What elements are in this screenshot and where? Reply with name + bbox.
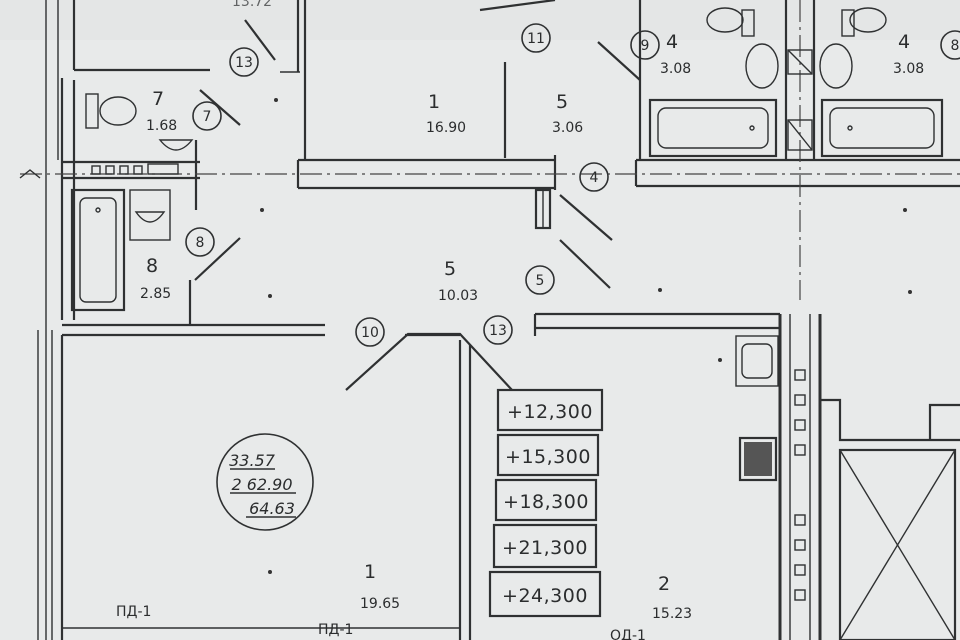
level-cell-1 xyxy=(496,388,604,432)
svg-text:9: 9 xyxy=(641,38,650,54)
vent-grid xyxy=(91,163,179,175)
marker-8-right: 8 xyxy=(940,30,960,60)
elevator-shaft xyxy=(838,448,957,640)
room-7-area: 1.68 xyxy=(146,118,177,134)
stove xyxy=(738,436,778,482)
room-5-top-area: 3.06 xyxy=(552,120,583,136)
walls xyxy=(37,0,960,640)
svg-text:11: 11 xyxy=(527,31,545,47)
room-4-left-number: 4 xyxy=(666,31,678,53)
level-value-3: +18,300 xyxy=(503,491,589,513)
bathtub-right-2 xyxy=(820,98,944,158)
room-4-right-number: 4 xyxy=(898,31,910,53)
room-1-bottom-number: 1 xyxy=(364,561,376,583)
marker-13-top: 13 xyxy=(229,47,259,77)
toilet-left xyxy=(85,93,137,129)
marker-7: 7 xyxy=(192,101,222,131)
bathtub-right-1 xyxy=(648,98,778,158)
room-5-corridor-area: 10.03 xyxy=(438,288,478,304)
cut-off-area-top: 13.72 xyxy=(232,0,272,10)
room-8-area: 2.85 xyxy=(140,286,171,302)
level-value-5: +24,300 xyxy=(502,585,588,607)
sink-small xyxy=(158,139,194,151)
toilet-right-1 xyxy=(706,7,779,89)
room-markers: 13 7 8 11 9 8 4 5 xyxy=(185,23,960,347)
marker-10: 10 xyxy=(355,317,385,347)
shaft-boxes xyxy=(787,49,813,151)
floor-levels-table: +12,300 +15,300 +18,300 +21,300 +24,300 xyxy=(488,388,604,618)
level-value-4: +21,300 xyxy=(502,537,588,559)
room-4-right-area: 3.08 xyxy=(893,61,924,77)
room-1-bottom-area: 19.65 xyxy=(360,596,400,612)
marker-5: 5 xyxy=(525,265,555,295)
level-value-1: +12,300 xyxy=(507,401,593,423)
level-value-2: +15,300 xyxy=(505,446,591,468)
vent-dots xyxy=(794,369,806,601)
reference-dots xyxy=(260,98,912,574)
marker-9: 9 xyxy=(630,30,660,60)
summary-gross-area: 64.63 xyxy=(249,499,295,518)
level-cell-4 xyxy=(492,523,598,569)
kitchen-sink xyxy=(735,335,779,387)
sink-left xyxy=(129,189,171,241)
marker-13-mid: 13 xyxy=(483,315,513,345)
svg-text:10: 10 xyxy=(361,325,379,341)
svg-text:7: 7 xyxy=(203,109,212,125)
room-7-number: 7 xyxy=(152,88,164,110)
apartment-summary: 33.57 2 62.90 64.63 xyxy=(216,433,314,531)
room-4-left-area: 3.08 xyxy=(660,61,691,77)
svg-text:5: 5 xyxy=(536,273,545,289)
room-1-top-number: 1 xyxy=(428,91,440,113)
level-cell-3 xyxy=(494,478,598,522)
summary-total-area: 2 62.90 xyxy=(231,475,292,494)
room-2-number: 2 xyxy=(658,573,670,595)
svg-text:13: 13 xyxy=(235,55,253,71)
fixtures xyxy=(70,7,957,640)
svg-text:8: 8 xyxy=(196,235,205,251)
room-labels: 7 1.68 8 2.85 1 16.90 5 3.06 4 3.08 4 3.… xyxy=(140,0,924,640)
level-cell-2 xyxy=(496,433,600,477)
room-2-area: 15.23 xyxy=(652,606,692,622)
level-cell-5 xyxy=(488,570,602,618)
room-5-corridor-number: 5 xyxy=(444,258,456,280)
marker-8-left: 8 xyxy=(185,227,215,257)
paper-shadow xyxy=(0,0,960,40)
svg-text:8: 8 xyxy=(951,38,960,54)
svg-text:13: 13 xyxy=(489,323,507,339)
toilet-right-2 xyxy=(819,7,887,89)
leader-lines xyxy=(194,0,641,391)
cut-off-label-bottom: ОД-1 xyxy=(610,628,646,640)
pd-label-left: ПД-1 xyxy=(116,604,151,620)
pd-label-right: ПД-1 xyxy=(318,622,353,638)
bathtub-left xyxy=(70,188,126,312)
marker-4: 4 xyxy=(579,162,609,192)
pd-labels: ПД-1 ПД-1 xyxy=(116,604,353,638)
room-1-top-area: 16.90 xyxy=(426,120,466,136)
marker-11: 11 xyxy=(521,23,551,53)
svg-text:4: 4 xyxy=(590,170,599,186)
summary-living-area: 33.57 xyxy=(229,451,276,470)
room-5-top-number: 5 xyxy=(556,91,568,113)
room-8-number: 8 xyxy=(146,255,158,277)
axis-break-mark xyxy=(19,169,41,179)
